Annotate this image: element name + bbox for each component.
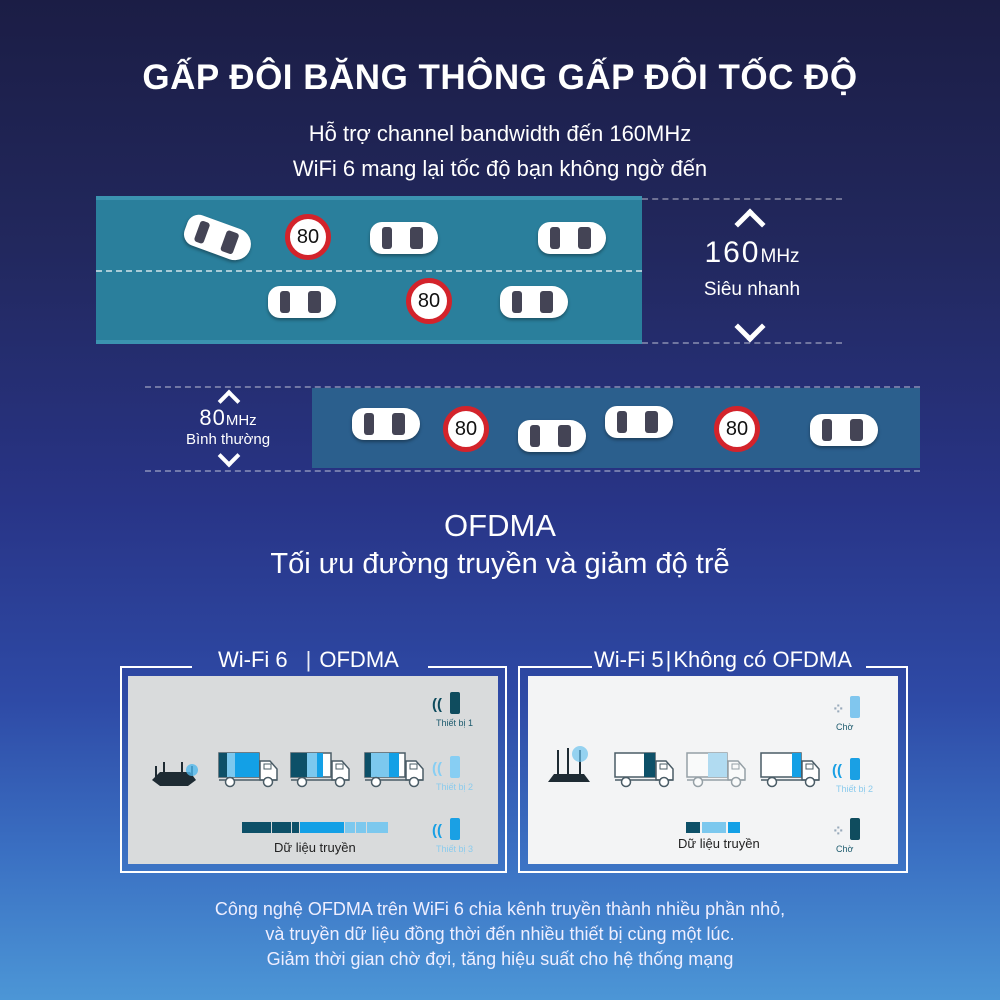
truck-icon [686,752,746,788]
narrow-value: 80 [199,405,226,430]
data-segment [686,822,700,833]
data-bar [686,822,740,833]
speed-limit-sign: 80 [443,406,489,452]
wifi5-panel: ⁘ Chờ (( Thiết bị 2 ⁘ Chờ Dữ liệu truyền [528,676,898,864]
truck-icon [364,752,424,788]
page-title: GẤP ĐÔI BĂNG THÔNG GẤP ĐÔI TỐC ĐỘ [142,58,858,97]
wide-unit: MHz [760,246,800,267]
device-icon: (( Thiết bị 3 [428,818,478,858]
device-label: Thiết bị 2 [436,782,474,792]
ofdma-subtitle: Tối ưu đường truyền và giảm độ trễ [270,548,730,580]
device-icon: (( Thiết bị 2 [428,756,478,796]
car-icon [500,286,568,318]
wifi5-panel-frame [518,666,908,873]
footer-line-1: Công nghệ OFDMA trên WiFi 6 chia kênh tr… [214,899,786,919]
chevron-down-icon [734,311,766,343]
car-icon [518,420,586,452]
narrow-unit: MHz [225,412,257,429]
device-label: Chờ [836,722,854,732]
data-segment [702,822,726,833]
car-icon [538,222,606,254]
device-icon: (( Thiết bị 2 [828,758,878,798]
subtitle-line-2: WiFi 6 mang lại tốc độ bạn không ngờ đến [292,156,708,181]
phone-icon [850,696,860,718]
device-icon: (( Thiết bị 1 [428,692,478,732]
wifi5-label: Wi-Fi 5 [594,647,664,672]
wide-road-160mhz [96,196,642,344]
no-ofdma-label: Không có OFDMA [673,647,852,672]
device-icon: ⁘ Chờ [828,818,878,858]
car-icon [810,414,878,446]
data-label: Dữ liệu truyền [678,836,760,851]
device-label: Thiết bị 2 [836,784,874,794]
device-label: Thiết bị 1 [436,718,474,728]
phone-icon [850,758,860,780]
data-segment [367,822,388,833]
data-label: Dữ liệu truyền [274,840,356,855]
car-icon [268,286,336,318]
phone-icon [450,756,460,778]
footer-line-3: Giảm thời gian chờ đợi, tăng hiệu suất c… [266,949,734,969]
wifi-signal-icon: (( [432,696,442,713]
phone-icon [450,818,460,840]
narrow-speed-label: Bình thường [185,431,271,448]
car-icon [370,222,438,254]
truck-icon [614,752,674,788]
wide-speed-label: Siêu nhanh [703,279,801,300]
speed-limit-sign: 80 [406,278,452,324]
truck-icon [290,752,350,788]
ofdma-label: OFDMA [319,647,399,672]
wifi5-header: Wi-Fi 5|Không có OFDMA [594,647,852,672]
ofdma-title: OFDMA [444,508,556,543]
device-icon: ⁘ Chờ [828,696,878,736]
wifi6-panel-frame [120,666,507,873]
chevron-down-icon [217,444,241,468]
car-icon [352,408,420,440]
data-segment [344,822,355,833]
data-segment [728,822,740,833]
device-label: Thiết bị 3 [436,844,474,854]
data-segment [355,822,367,833]
wifi6-header: Wi-Fi 6|OFDMA [218,647,399,672]
footer-line-2: và truyền dữ liệu đồng thời đến nhiều th… [265,924,735,944]
subtitle-line-1: Hỗ trợ channel bandwidth đến 160MHz [308,121,692,146]
device-label: Chờ [836,844,854,854]
data-segment [300,822,344,833]
router-icon [150,758,198,788]
phone-icon [450,692,460,714]
data-segment [242,822,272,833]
data-segment [292,822,300,833]
wide-bandwidth-label: 160MHz [692,236,812,270]
speed-limit-sign: 80 [714,406,760,452]
data-segment [272,822,292,833]
truck-icon [218,752,278,788]
car-icon [605,406,673,438]
wide-value: 160 [704,236,761,269]
chevron-up-icon [734,208,766,240]
speed-limit-sign: 80 [285,214,331,260]
wifi-signal-icon: (( [832,762,842,779]
loading-icon: ⁘ [832,823,845,840]
data-bar [242,822,388,833]
narrow-bandwidth-label: 80MHz [168,405,288,431]
wifi-signal-icon: (( [432,822,442,839]
wifi-signal-icon: (( [432,760,442,777]
phone-icon [850,818,860,840]
loading-icon: ⁘ [832,701,845,718]
truck-icon [760,752,820,788]
router-icon [546,746,592,782]
wifi6-panel: (( Thiết bị 1 (( Thiết bị 2 (( Thiết bị 3 Dữ l… [128,676,498,864]
wifi6-label: Wi-Fi 6 [218,647,288,672]
